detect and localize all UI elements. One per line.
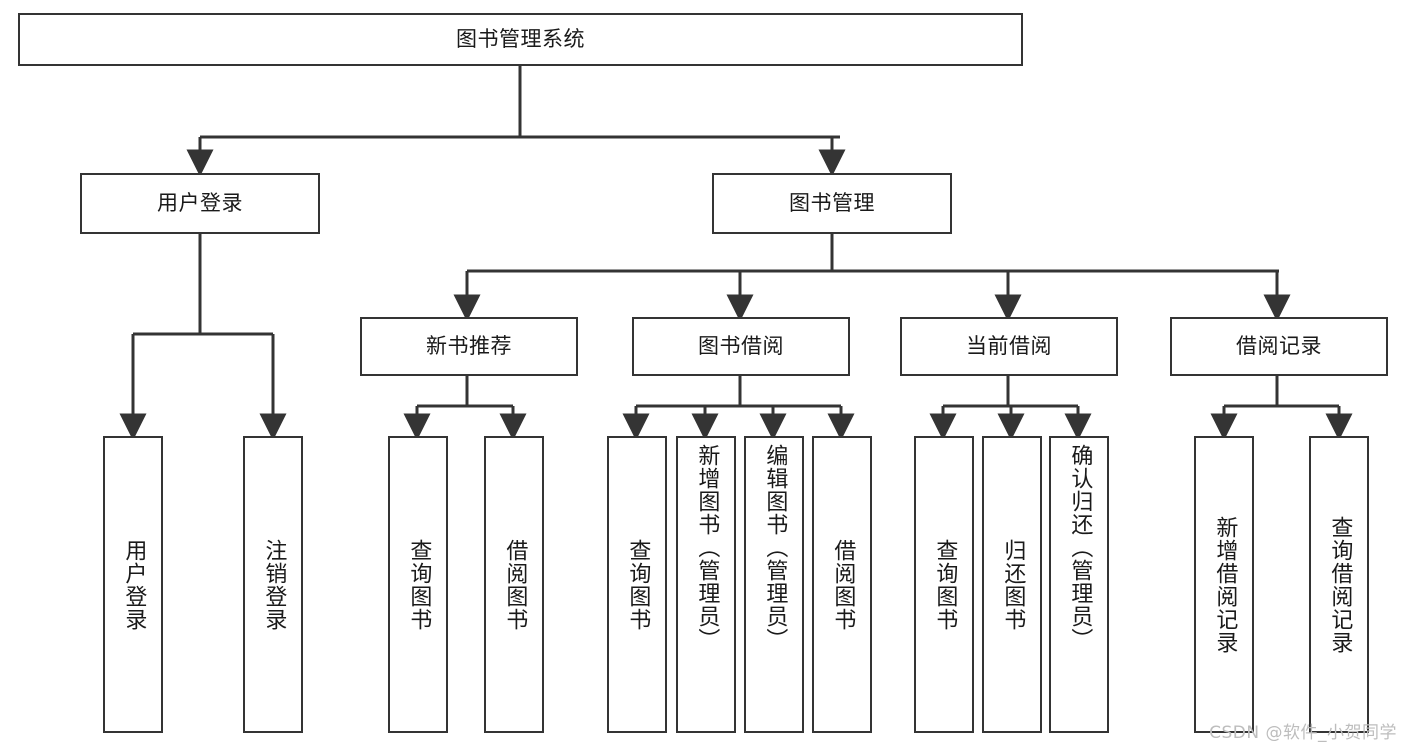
leaf-user-login[interactable]: 用户登录 <box>103 436 163 733</box>
node-label: 图书管理系统 <box>456 27 585 51</box>
node-label: 用户登录 <box>157 191 243 215</box>
node-new-book-recommend[interactable]: 新书推荐 <box>360 317 578 376</box>
node-label: 查询图书 <box>625 538 651 631</box>
node-label: 借阅图书 <box>830 538 856 631</box>
node-book-borrow[interactable]: 图书借阅 <box>632 317 850 376</box>
node-book-management[interactable]: 图书管理 <box>712 173 952 234</box>
leaf-return-book[interactable]: 归还图书 <box>982 436 1042 733</box>
leaf-borrow-book[interactable]: 借阅图书 <box>812 436 872 733</box>
node-label: 新增借阅记录 <box>1212 515 1238 654</box>
leaf-add-borrow-record[interactable]: 新增借阅记录 <box>1194 436 1254 733</box>
node-label: 图书管理 <box>789 191 875 215</box>
leaf-logout[interactable]: 注销登录 <box>243 436 303 733</box>
node-label: 图书借阅 <box>698 334 784 358</box>
leaf-query-book-recommend[interactable]: 查询图书 <box>388 436 448 733</box>
leaf-confirm-return-admin[interactable]: 确认归还（管理员） <box>1049 436 1109 733</box>
node-label: 查询图书 <box>406 538 432 631</box>
leaf-query-borrow-record[interactable]: 查询借阅记录 <box>1309 436 1369 733</box>
node-label: 编辑图书（管理员） <box>762 444 788 651</box>
leaf-query-book-current[interactable]: 查询图书 <box>914 436 974 733</box>
leaf-edit-book-admin[interactable]: 编辑图书（管理员） <box>744 436 804 733</box>
node-label: 查询借阅记录 <box>1327 515 1353 654</box>
node-label: 用户登录 <box>121 538 147 631</box>
node-label: 查询图书 <box>932 538 958 631</box>
node-user-login[interactable]: 用户登录 <box>80 173 320 234</box>
node-root-system[interactable]: 图书管理系统 <box>18 13 1023 66</box>
node-label: 确认归还（管理员） <box>1067 444 1093 651</box>
node-label: 当前借阅 <box>966 334 1052 358</box>
leaf-borrow-book-recommend[interactable]: 借阅图书 <box>484 436 544 733</box>
node-label: 借阅记录 <box>1236 334 1322 358</box>
node-label: 新增图书（管理员） <box>694 444 720 651</box>
leaf-add-book-admin[interactable]: 新增图书（管理员） <box>676 436 736 733</box>
node-current-borrow[interactable]: 当前借阅 <box>900 317 1118 376</box>
node-label: 借阅图书 <box>502 538 528 631</box>
node-borrow-record[interactable]: 借阅记录 <box>1170 317 1388 376</box>
node-label: 注销登录 <box>261 538 287 631</box>
node-label: 新书推荐 <box>426 334 512 358</box>
leaf-query-book-borrow[interactable]: 查询图书 <box>607 436 667 733</box>
node-label: 归还图书 <box>1000 538 1026 631</box>
